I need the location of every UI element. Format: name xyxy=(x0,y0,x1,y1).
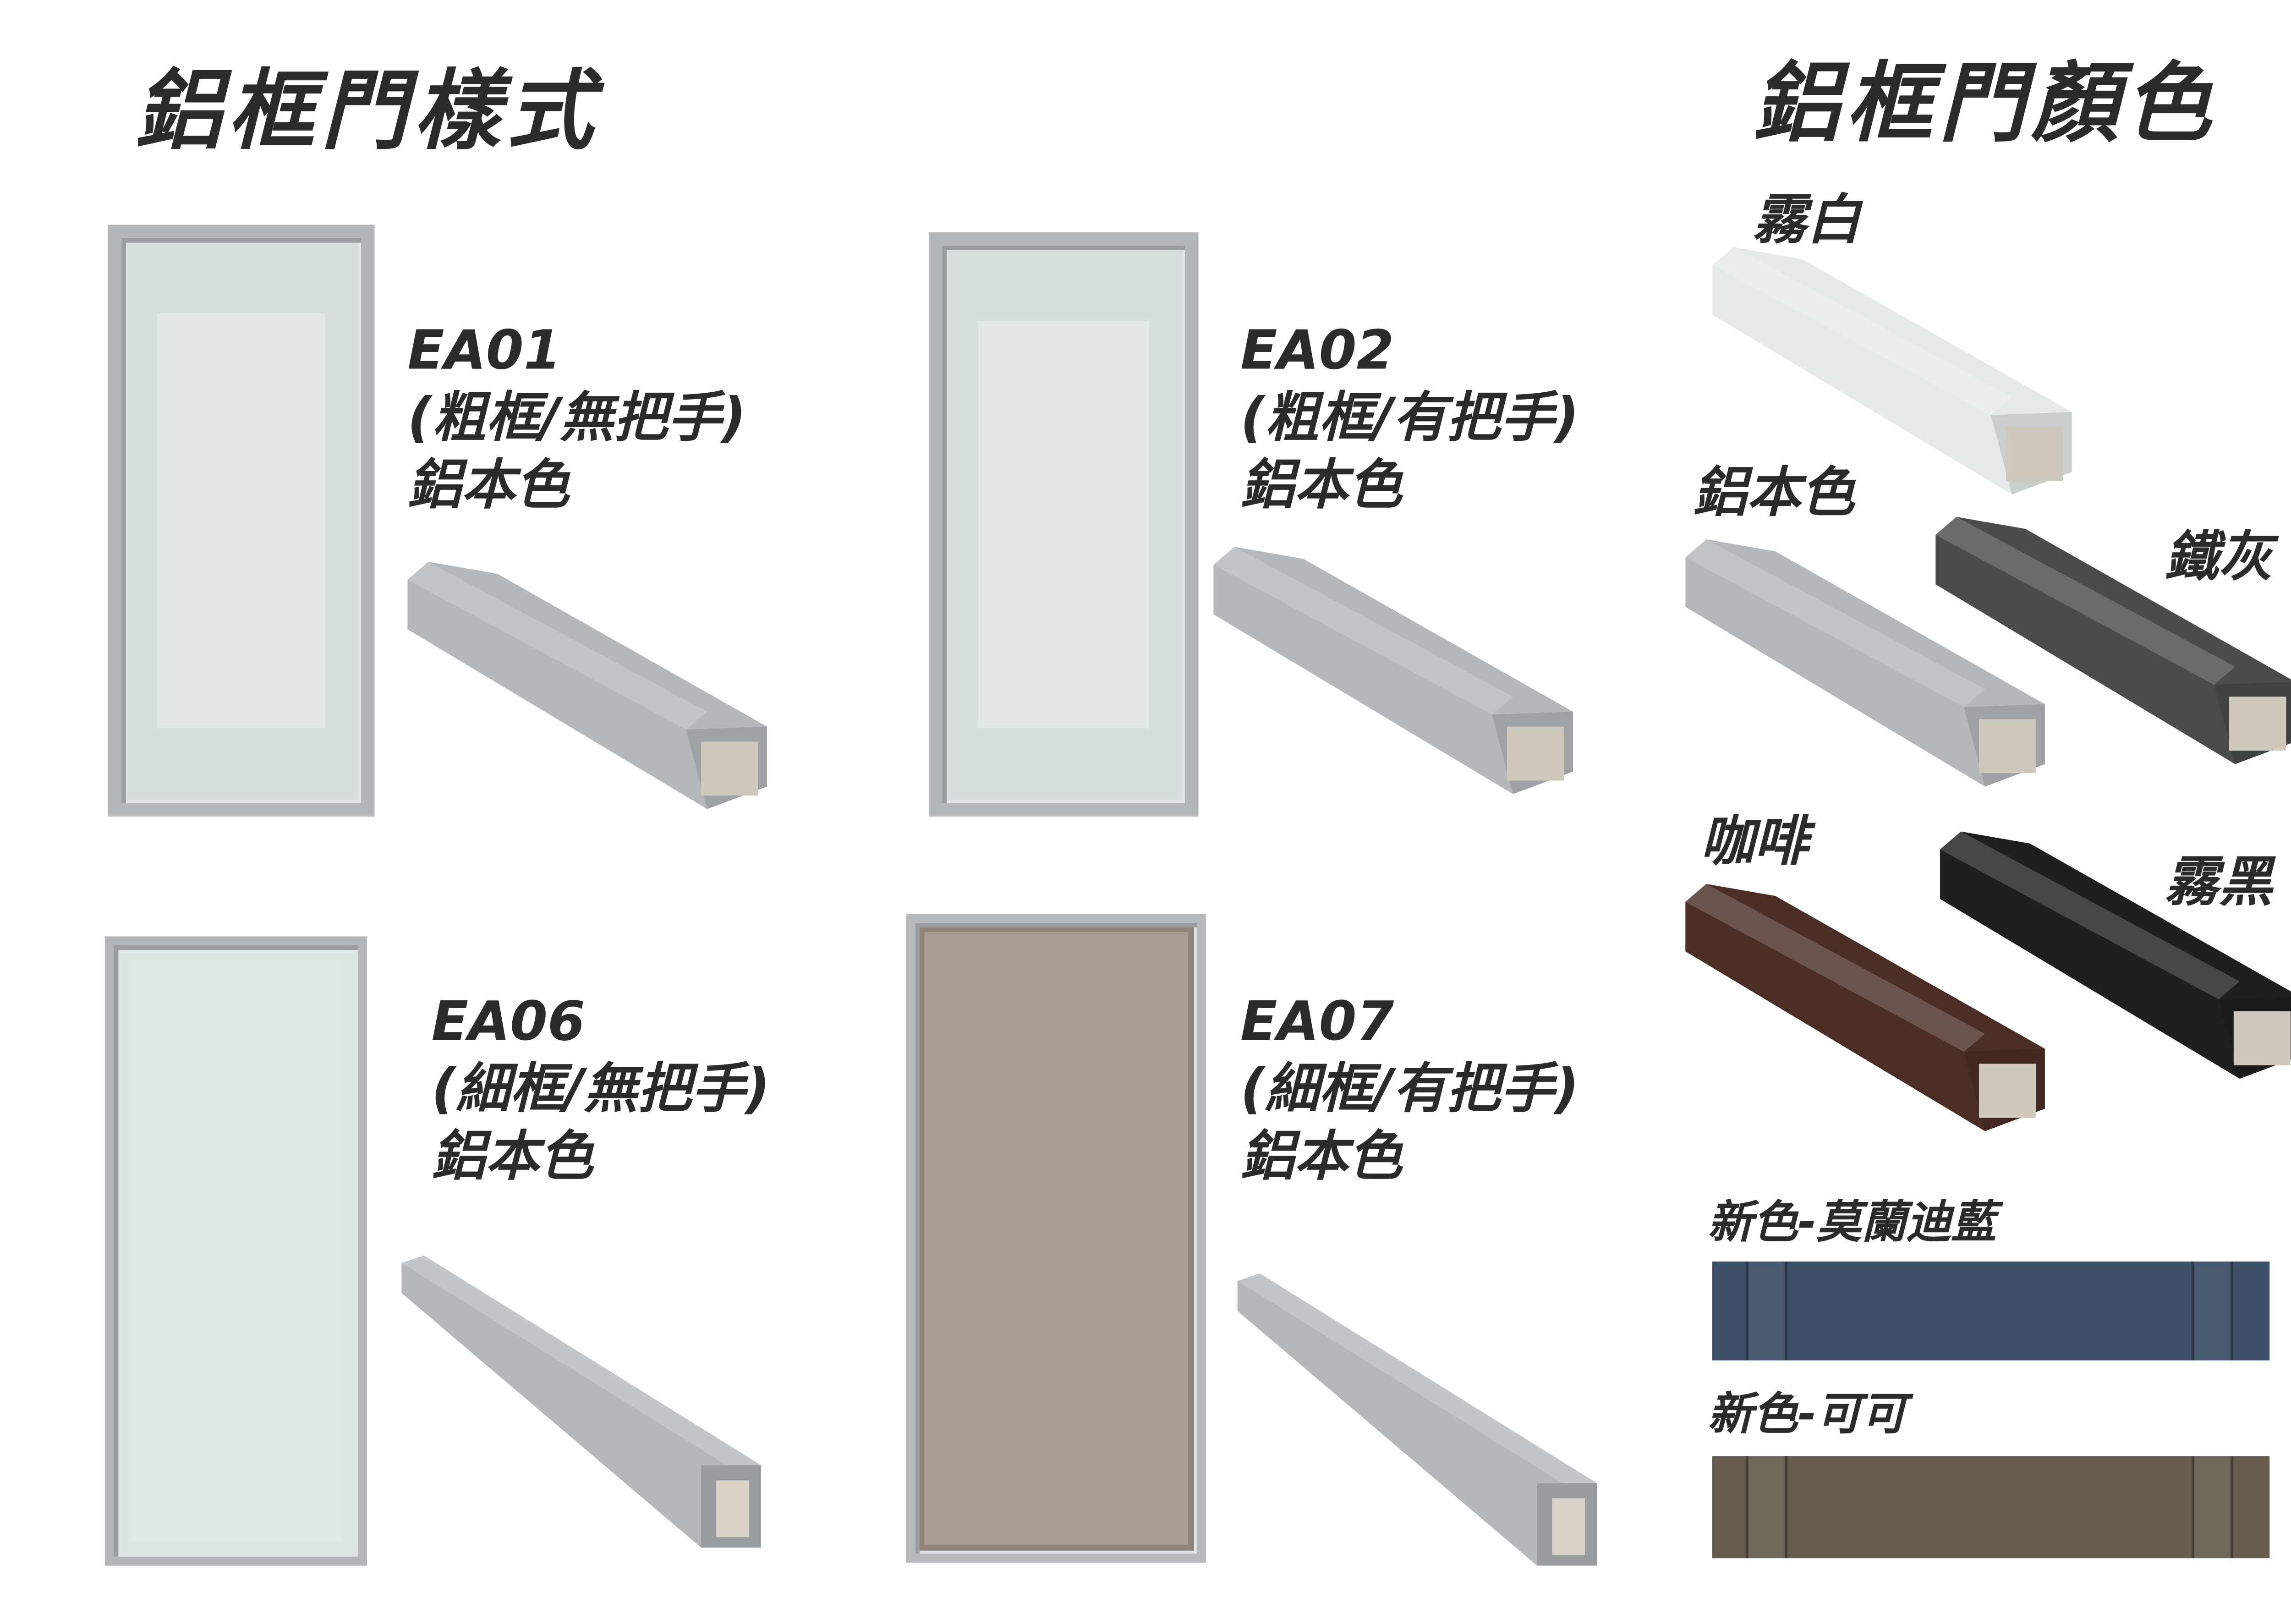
style-color: 鋁本色 xyxy=(431,1126,593,1188)
new-color-label-cocoa: 新色-可可 xyxy=(1708,1388,1907,1442)
profile-matte-black xyxy=(1940,831,2291,1079)
door-image-ea06 xyxy=(104,936,367,1566)
color-label-matte-black: 霧黑 xyxy=(2165,852,2273,914)
swatch-morandi-blue xyxy=(1712,1261,2270,1361)
style-desc: (粗框/有把手) xyxy=(1240,388,1579,450)
profile-matte-white xyxy=(1712,247,2072,494)
style-code: EA07 xyxy=(1240,992,1394,1053)
style-desc: (細框/無把手) xyxy=(431,1059,770,1121)
color-label-aluminum: 鋁本色 xyxy=(1693,463,1855,525)
style-color: 鋁本色 xyxy=(407,455,570,517)
new-color-label-morandi-blue: 新色-莫蘭迪藍 xyxy=(1708,1197,1996,1250)
door-image-ea01 xyxy=(108,225,375,817)
swatch-cocoa xyxy=(1712,1456,2270,1558)
color-label-iron-gray: 鐵灰 xyxy=(2165,527,2273,589)
profile-image-ea01 xyxy=(407,562,767,809)
style-item-ea02: EA02 (粗框/有把手) 鋁本色 xyxy=(1240,318,1579,520)
door-image-ea07 xyxy=(906,914,1206,1563)
style-desc: (細框/有把手) xyxy=(1240,1059,1579,1121)
profile-iron-gray xyxy=(1935,516,2291,764)
style-item-ea07: EA07 (細框/有把手) 鋁本色 xyxy=(1240,989,1579,1191)
door-image-ea02 xyxy=(929,232,1199,817)
style-color: 鋁本色 xyxy=(1240,1126,1403,1188)
profile-aluminum xyxy=(1685,539,2045,787)
style-code: EA02 xyxy=(1240,320,1394,382)
style-desc: (粗框/無把手) xyxy=(407,388,746,450)
color-label-matte-white: 霧白 xyxy=(1753,190,1861,252)
profile-image-ea07 xyxy=(1237,1273,1597,1566)
profile-image-ea02 xyxy=(1213,547,1573,794)
style-color: 鋁本色 xyxy=(1240,455,1403,517)
profile-image-ea06 xyxy=(401,1255,761,1548)
style-code: EA06 xyxy=(431,992,585,1053)
style-code: EA01 xyxy=(407,320,561,382)
style-item-ea06: EA06 (細框/無把手) 鋁本色 xyxy=(432,989,770,1191)
colors-title: 鋁框門顏色 xyxy=(1753,52,2217,154)
color-label-coffee: 咖啡 xyxy=(1700,812,1809,874)
profile-coffee xyxy=(1685,884,2045,1131)
style-item-ea01: EA01 (粗框/無把手) 鋁本色 xyxy=(407,318,746,520)
styles-title: 鋁框門樣式 xyxy=(135,60,599,162)
